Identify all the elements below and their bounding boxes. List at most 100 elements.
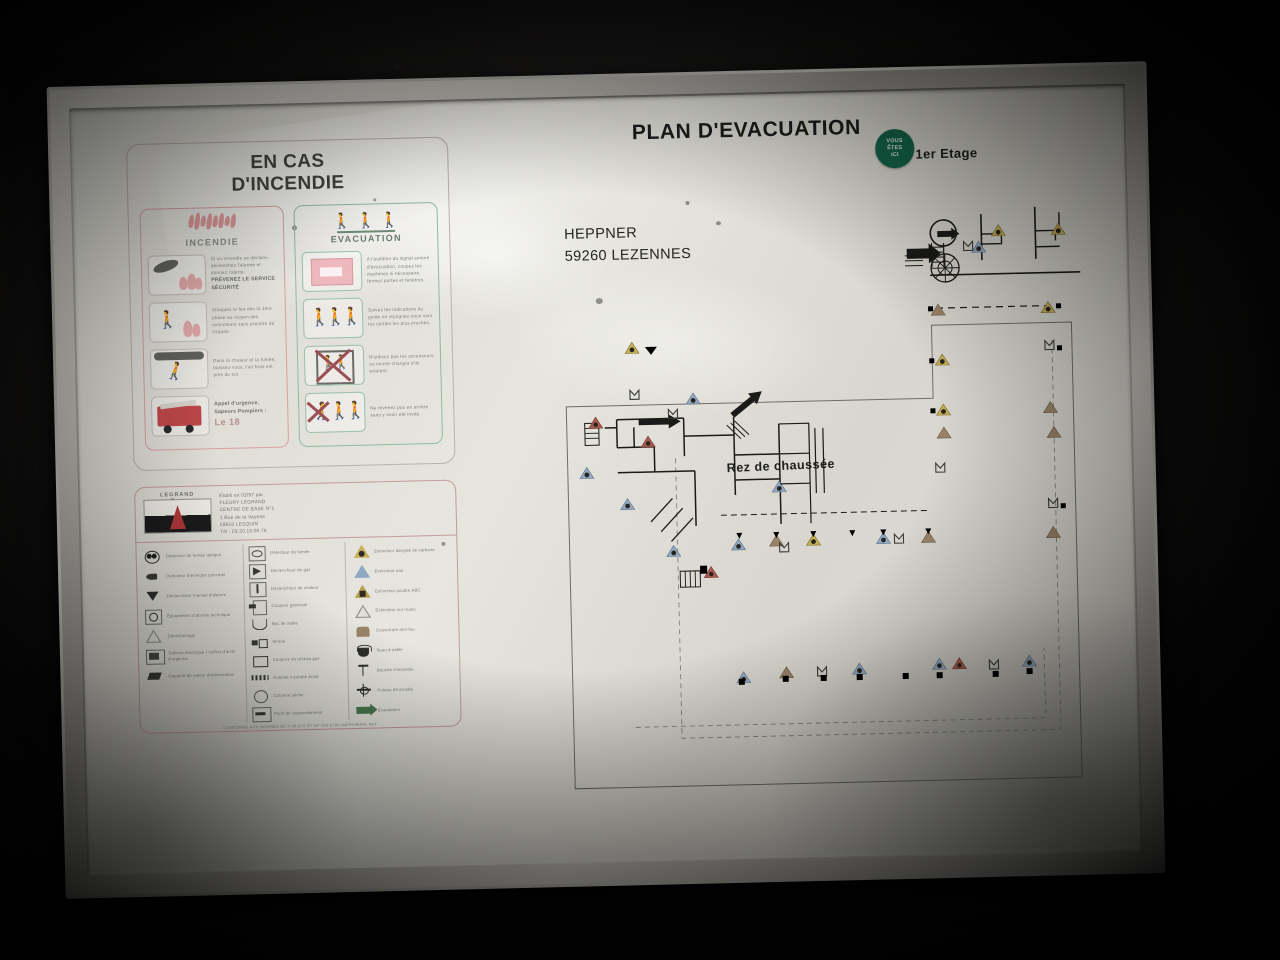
instruction-row: 🚶 🚶 N'utilisez pas les ascenseurs ou mon… bbox=[303, 343, 435, 386]
floor-plans bbox=[472, 116, 1118, 821]
legend-item: Tableau électrique / coffret d'arrêt d'u… bbox=[145, 645, 242, 666]
extinguisher-marker bbox=[970, 240, 987, 253]
arrow-box-icon bbox=[251, 706, 272, 723]
sign-frame: PLAN D'EVACUATION HEPPNER 59260 LEZENNES… bbox=[46, 61, 1166, 899]
legend-item: Couverture anti-feu bbox=[353, 619, 453, 640]
legend-item: Déclencheur de gaz bbox=[248, 560, 341, 580]
dirt-speck bbox=[595, 298, 603, 305]
legend-item: Point de rassemblement bbox=[251, 704, 344, 723]
legend-item: Poteau d'incendie bbox=[354, 679, 454, 700]
three-running-figures-icon: 🚶🚶🚶 bbox=[332, 211, 400, 231]
legend-item: Colonne sèche bbox=[250, 686, 343, 705]
hydrant-icon bbox=[249, 635, 269, 650]
triangle-olive-icon bbox=[352, 583, 372, 598]
mail-icon bbox=[250, 652, 270, 667]
legend-card: LEGRAND Établi en 02/97 par FLEURY LEGRA… bbox=[134, 479, 462, 735]
legend-item: Déclencheur de chaleur bbox=[248, 578, 341, 598]
instruction-text: Dans la chaleur et la fumée, baissez-vou… bbox=[213, 356, 276, 378]
hand-pulling-alarm-icon bbox=[147, 254, 207, 296]
instruction-text: Si un incendie se déclare, déclenchez l'… bbox=[210, 254, 276, 292]
you-are-here-line-2: ÊTES bbox=[887, 144, 903, 152]
legend-item: Extincteur eau bbox=[351, 560, 451, 581]
evacuation-heading-text: EVACUATION bbox=[330, 232, 402, 245]
legend-item: Coupure de vanne d'alimentation bbox=[145, 665, 242, 686]
no-return-figure-icon: 🚶 🚶 🚶 bbox=[304, 391, 366, 433]
fire-card-title-line1: EN CAS bbox=[250, 150, 325, 174]
legend-item: Évacuation bbox=[355, 699, 455, 720]
fire-truck-icon bbox=[150, 395, 210, 437]
instruction-text: Attaquez le feu dès la 1ère phase au moy… bbox=[211, 306, 275, 335]
incendie-column: INCENDIE Si un incendie se déclare, décl… bbox=[139, 205, 290, 451]
emergency-number: Le 18 bbox=[214, 416, 241, 427]
legend-address-block: Établi en 02/97 par FLEURY LEGRAND CENTR… bbox=[219, 493, 275, 536]
evacuation-plan-sheet: PLAN D'EVACUATION HEPPNER 59260 LEZENNES… bbox=[71, 85, 1141, 875]
instruction-row: 🚶 🚶 🚶 Ne revenez pas en arrière sans y a… bbox=[304, 390, 436, 433]
incendie-heading: INCENDIE bbox=[145, 211, 280, 248]
legend-columns: Détecteur de fumée optique Détecteur the… bbox=[136, 536, 460, 725]
sprinkler-icon bbox=[143, 589, 163, 604]
ground-line bbox=[336, 229, 396, 233]
legend-item: Déclencheur manuel d'alarme bbox=[143, 585, 240, 606]
smoke-vent-cross-icon bbox=[354, 683, 374, 698]
legend-item: Équipement d'alarme technique bbox=[144, 605, 241, 626]
person-crawling-smoke-icon: 🚶 bbox=[149, 348, 209, 390]
legend-column-1: Détecteur de fumée optique Détecteur the… bbox=[142, 545, 243, 725]
three-walking-figures-icon: 🚶 🚶 🚶 bbox=[302, 297, 364, 339]
legend-item: Seau à sable bbox=[353, 639, 453, 660]
instruction-row: Si un incendie se déclare, déclenchez l'… bbox=[147, 252, 279, 296]
green-arrow-icon bbox=[355, 703, 375, 718]
legend-item: Détecteur de fumée optique bbox=[142, 545, 239, 566]
you-are-here-badge: VOUS ÊTES ICI bbox=[874, 128, 915, 169]
instruction-text: Ne revenez pas en arrière sans y avoir é… bbox=[370, 403, 429, 418]
corridor-markers-middle bbox=[730, 528, 936, 551]
instruction-row: Appel d'urgence, Sapeurs Pompiers : Le 1… bbox=[150, 393, 282, 437]
legend-item: Extincteur poudre ABC bbox=[352, 580, 452, 601]
legrand-brand-text: LEGRAND bbox=[160, 491, 195, 499]
hose-reel-icon bbox=[250, 670, 270, 685]
legrand-logo: LEGRAND bbox=[143, 491, 213, 538]
dirt-speck bbox=[441, 541, 446, 546]
dirt-speck bbox=[291, 225, 298, 231]
alarm-bell-icon bbox=[144, 609, 164, 626]
upper-floor-plan bbox=[929, 206, 1081, 277]
legend-item: Robinet Incendie Armé bbox=[250, 668, 343, 687]
legend-item: Coupure du réseau gaz bbox=[250, 650, 343, 669]
legend-item: Désenfumage bbox=[144, 625, 241, 646]
flame-graphic-icon bbox=[145, 209, 279, 232]
ground-floor-label: Rez de chaussée bbox=[726, 456, 836, 476]
dirt-speck bbox=[685, 200, 690, 206]
ground-floor-plan bbox=[565, 243, 1083, 790]
heat-valve-icon bbox=[248, 581, 268, 598]
dirt-speck bbox=[715, 221, 722, 226]
dirt-speck bbox=[373, 198, 377, 202]
gas-valve-icon bbox=[247, 545, 267, 562]
legend-item: Bac de sable bbox=[249, 614, 342, 633]
you-are-here-line-3: ICI bbox=[891, 151, 899, 159]
flame-logo-icon bbox=[143, 498, 213, 534]
site-address: 59260 LEZENNES bbox=[564, 245, 692, 265]
site-name: HEPPNER bbox=[564, 225, 638, 243]
extinguisher-marker bbox=[1050, 222, 1066, 235]
dirt-speck bbox=[170, 498, 175, 502]
legend-item: Bouche d'incendie bbox=[354, 659, 454, 680]
person-fighting-fire-icon: 🚶 bbox=[148, 301, 208, 343]
legend-item: Détecteur thermique ponctuel bbox=[143, 565, 240, 586]
key-box-icon bbox=[145, 669, 165, 684]
legend-header: LEGRAND Établi en 02/97 par FLEURY LEGRA… bbox=[135, 480, 457, 544]
instruction-row: 🚶 Attaquez le feu dès la 1ère phase au m… bbox=[148, 299, 280, 343]
gas-detector-icon bbox=[143, 569, 163, 584]
corridor-markers-bottom bbox=[736, 654, 1037, 685]
instruction-text: Appel d'urgence, Sapeurs Pompiers : Le 1… bbox=[214, 399, 267, 427]
triangle-blue-icon bbox=[351, 564, 371, 579]
extinguisher-marker bbox=[990, 224, 1006, 237]
legend-item: Détecteur de fumée bbox=[247, 542, 340, 562]
corner-shadow-right bbox=[754, 588, 1141, 875]
triangle-outline-icon bbox=[352, 603, 372, 618]
glare-highlight-2 bbox=[373, 187, 617, 324]
no-elevator-icon: 🚶 🚶 bbox=[303, 344, 365, 386]
sand-bucket-icon bbox=[353, 643, 373, 658]
smoke-detector-icon bbox=[142, 549, 162, 565]
instruction-text: Suivez les indications du guide ou rejoi… bbox=[367, 306, 433, 327]
instruction-text: A l'audition du signal sonore d'évacuati… bbox=[366, 255, 430, 284]
upper-floor-label: 1er Etage bbox=[915, 145, 978, 162]
